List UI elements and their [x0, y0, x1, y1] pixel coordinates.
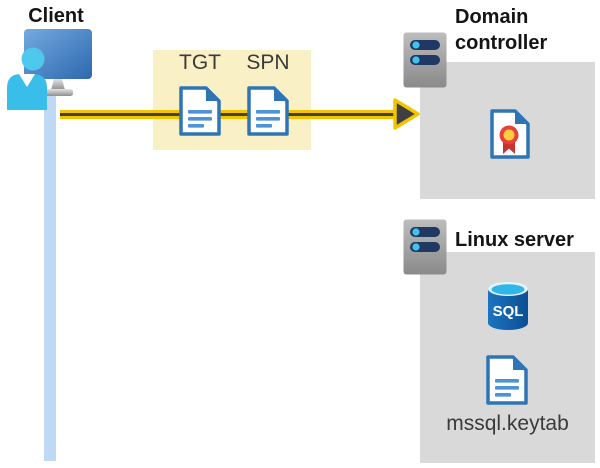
spn-document-icon [245, 85, 291, 137]
sql-database-label: SQL [493, 303, 524, 320]
certificate-icon [488, 108, 532, 160]
client-label: Client [28, 5, 84, 27]
client-person-icon [6, 46, 48, 110]
linux-server-icon [403, 219, 447, 275]
domain-controller-label: Domain controller [455, 6, 548, 54]
domain-controller-server-icon [403, 32, 447, 88]
keytab-document-icon [484, 354, 530, 406]
keytab-filename-label: mssql.keytab [446, 412, 569, 435]
auth-arrow-line [60, 110, 397, 119]
client-connection-line [44, 94, 56, 461]
tgt-label: TGT [179, 51, 221, 74]
sql-database-icon: SQL [486, 281, 530, 331]
auth-arrow-head-icon [392, 97, 420, 131]
linux-server-label: Linux server [455, 229, 574, 251]
tgt-document-icon [177, 85, 223, 137]
spn-label: SPN [246, 51, 290, 74]
